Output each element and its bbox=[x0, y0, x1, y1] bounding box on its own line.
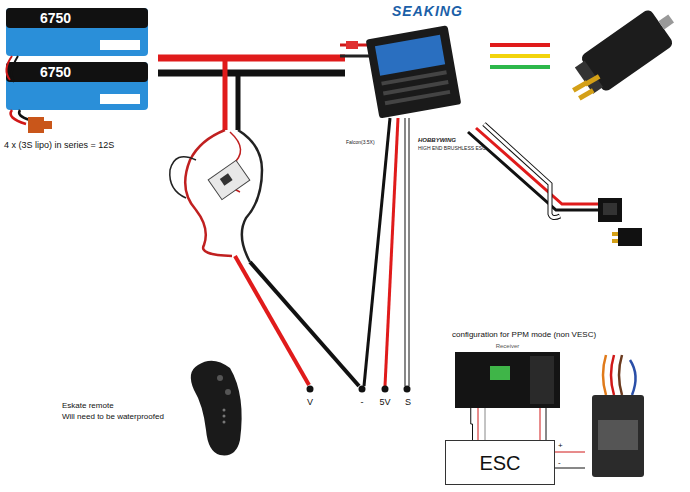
wire-connector bbox=[471, 408, 473, 440]
phase-wire bbox=[490, 43, 550, 47]
servo-wire bbox=[630, 360, 636, 395]
pin-dot bbox=[404, 386, 411, 393]
battery-band bbox=[6, 8, 148, 28]
esc-photo-board bbox=[592, 395, 644, 477]
label-text: HIGH END BRUSHLESS ESC bbox=[418, 146, 486, 152]
label-text: 6750 bbox=[40, 64, 71, 80]
remote-led bbox=[223, 421, 226, 424]
eskate-remote bbox=[191, 361, 242, 456]
t-plug bbox=[44, 121, 52, 129]
motor-can bbox=[580, 8, 675, 93]
bus-wire-black bbox=[158, 70, 345, 77]
label-text: 6750 bbox=[40, 10, 71, 26]
t-plug bbox=[28, 117, 44, 133]
rocker-button bbox=[603, 203, 617, 215]
switch-contact bbox=[612, 232, 618, 236]
battery-sticker bbox=[100, 40, 140, 50]
servo-wire bbox=[603, 355, 606, 395]
receiver-wire bbox=[546, 408, 547, 440]
label-text: Eskate remote bbox=[62, 401, 114, 410]
battery-pack bbox=[6, 62, 148, 110]
servo-wire bbox=[611, 355, 614, 395]
esc-output-wire bbox=[555, 452, 585, 453]
receiver-board bbox=[455, 352, 560, 408]
bec-feed-red bbox=[223, 58, 228, 130]
phase-wire bbox=[490, 54, 550, 58]
remote-button bbox=[225, 389, 231, 395]
label-text: Falcon(3.5X) bbox=[346, 140, 375, 146]
bec-wire bbox=[238, 130, 262, 262]
label-text: Will need to be waterproofed bbox=[62, 412, 164, 421]
esc-output-wire bbox=[555, 468, 585, 469]
bec-feed-black bbox=[236, 73, 241, 130]
rocker-switch bbox=[618, 228, 642, 246]
node-text: Receiver bbox=[496, 343, 520, 350]
esc-box: ESC bbox=[445, 440, 555, 485]
remote-led bbox=[223, 409, 226, 412]
node-text: ESC bbox=[479, 452, 520, 474]
label-text: - bbox=[361, 397, 364, 407]
label-text: V bbox=[307, 397, 313, 407]
remote-led bbox=[223, 415, 226, 418]
bullet-connector bbox=[578, 88, 594, 100]
label-text: configuration for PPM mode (non VESC) bbox=[452, 330, 596, 339]
signal-wire-white-outline bbox=[405, 118, 410, 386]
bus-wire-red bbox=[158, 55, 345, 62]
receiver-wire bbox=[540, 408, 541, 440]
servo-wire bbox=[619, 355, 622, 395]
signal-wire-white bbox=[406, 118, 409, 386]
motor-shaft bbox=[658, 14, 674, 29]
receiver-wire bbox=[485, 408, 486, 440]
pin-dot bbox=[307, 386, 314, 393]
bec-chip bbox=[220, 173, 233, 185]
label-text: S bbox=[405, 397, 411, 407]
switch-wire-white-outline bbox=[484, 124, 560, 218]
label-text: 4 x (3S lipo) in series = 12S bbox=[4, 140, 114, 150]
label-text: + bbox=[558, 441, 563, 450]
bec-wire bbox=[170, 157, 196, 198]
bec-board bbox=[208, 160, 250, 199]
label-text: 5V bbox=[379, 397, 390, 407]
receiver-chip bbox=[490, 366, 510, 380]
esc-body bbox=[366, 25, 462, 118]
pin-dot bbox=[382, 386, 389, 393]
battery-pack bbox=[6, 8, 148, 56]
phase-wire bbox=[490, 65, 550, 69]
label-text: HOBBYWING bbox=[418, 137, 456, 144]
battery-sticker bbox=[100, 94, 140, 104]
bec-output-red bbox=[235, 256, 309, 385]
battery-band bbox=[6, 62, 148, 82]
esc-connector bbox=[346, 41, 358, 49]
bullet-connector bbox=[584, 74, 600, 86]
signal-wire-red bbox=[385, 118, 398, 386]
switch-wire-white bbox=[484, 124, 560, 218]
esc-fin bbox=[385, 90, 451, 105]
receiver-node: Receiver bbox=[455, 341, 560, 408]
switch-contact bbox=[612, 239, 618, 243]
receiver-pins bbox=[530, 356, 554, 404]
esc-label bbox=[375, 35, 445, 76]
label-text: - bbox=[558, 458, 561, 467]
receiver-wire bbox=[478, 408, 479, 440]
bec-output-black bbox=[250, 262, 359, 386]
remote-button bbox=[217, 375, 223, 381]
pin-dot bbox=[359, 386, 366, 393]
rocker-switch bbox=[598, 198, 622, 222]
label-text: SEAKING bbox=[392, 3, 463, 19]
switch-wire-red bbox=[476, 128, 598, 204]
esc-photo-label bbox=[598, 420, 638, 450]
battery-lead bbox=[12, 56, 18, 82]
